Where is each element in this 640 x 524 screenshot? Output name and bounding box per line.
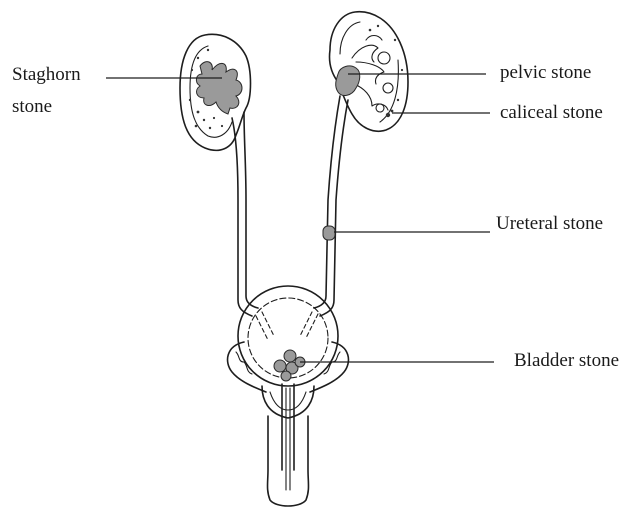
- ureteral-stone: [323, 226, 335, 240]
- label-ureteral-stone: Ureteral stone: [496, 213, 603, 235]
- label-staghorn-line1: Staghorn: [12, 64, 81, 86]
- label-caliceal-stone: caliceal stone: [500, 102, 603, 124]
- label-pelvic-stone: pelvic stone: [500, 62, 591, 84]
- pelvic-stone: [336, 66, 360, 95]
- prostate: [262, 386, 314, 418]
- staghorn-stone: [189, 49, 242, 129]
- label-staghorn-line2: stone: [12, 96, 52, 118]
- urethra: [268, 384, 309, 506]
- label-bladder-stone: Bladder stone: [514, 350, 619, 372]
- left-ureter: [232, 118, 252, 316]
